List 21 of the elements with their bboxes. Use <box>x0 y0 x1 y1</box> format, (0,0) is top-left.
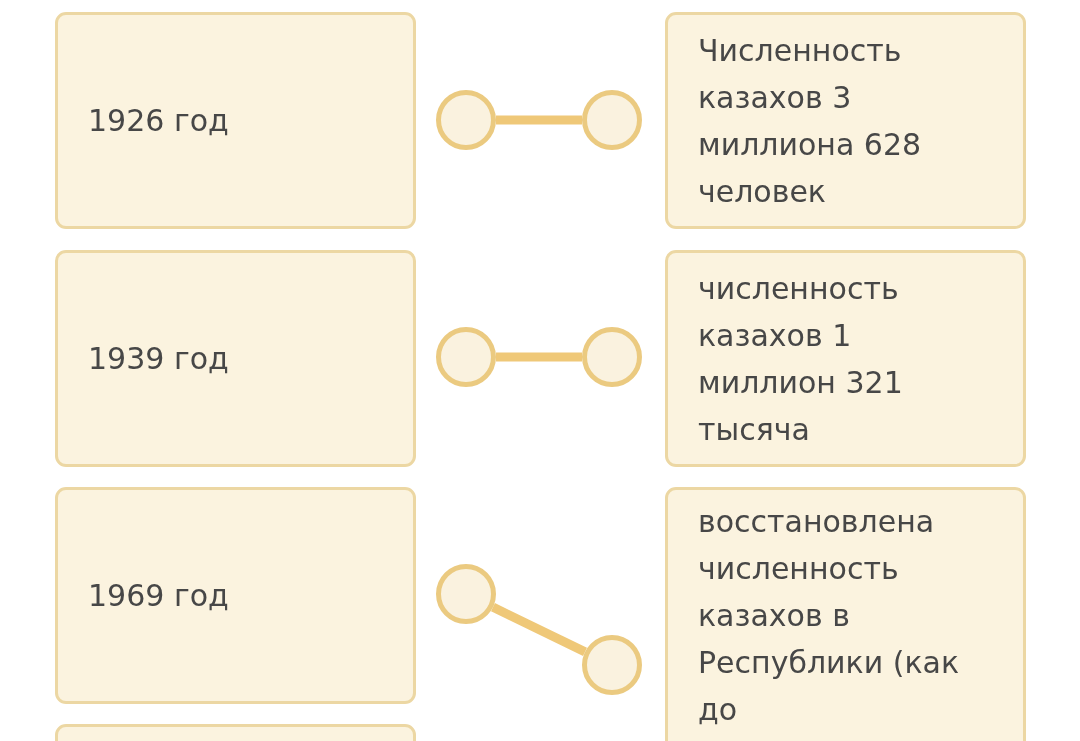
match-card <box>665 12 1026 229</box>
match-card <box>665 250 1026 467</box>
connector-line <box>496 352 582 362</box>
match-dot <box>436 90 496 150</box>
match-dot <box>436 327 496 387</box>
match-dot <box>582 90 642 150</box>
card-text: 1969 год <box>88 577 229 615</box>
match-dot <box>582 327 642 387</box>
card-text: восстановлена численность казахов в Республики (как до <box>698 503 961 729</box>
match-card <box>55 12 416 229</box>
card-text: 1939 год <box>88 340 229 378</box>
connector-line <box>496 115 582 125</box>
match-card <box>55 250 416 467</box>
connector-line <box>491 603 587 656</box>
match-dot <box>582 635 642 695</box>
match-dot <box>436 564 496 624</box>
match-card <box>55 487 416 704</box>
card-text: численность казахов 1 миллион 321 тысяча <box>698 269 904 449</box>
card-text: Численность казахов 3 миллиона 628 человек <box>698 31 923 211</box>
card-text: 1926 год <box>88 102 229 140</box>
match-card <box>665 487 1026 741</box>
